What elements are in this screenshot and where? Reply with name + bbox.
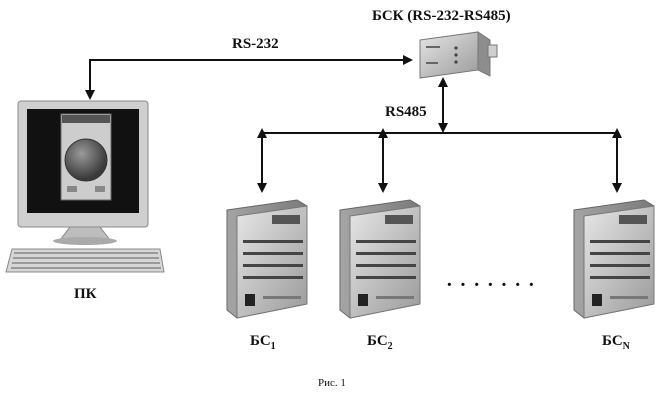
converter-device-icon: [419, 31, 498, 79]
unit-1-prefix: БС: [250, 333, 271, 349]
unit-1-index: 1: [270, 341, 276, 352]
pc-keyboard-icon: [5, 248, 165, 273]
unit-n-index: N: [622, 341, 630, 352]
unit-1-device-icon: [226, 199, 308, 319]
unit-n-label: БСN: [602, 333, 630, 352]
pc-monitor-icon: [17, 100, 149, 245]
unit-2-label: БС2: [367, 333, 393, 352]
unit-n-prefix: БС: [602, 333, 623, 349]
unit-2-device-icon: [339, 199, 421, 319]
pc-label: ПК: [74, 286, 97, 302]
converter-label: БСК (RS-232-RS485): [372, 8, 511, 24]
unit-1-label: БС1: [250, 333, 276, 352]
rs232-link: [85, 55, 413, 100]
rs485-label: RS485: [385, 104, 427, 120]
figure-caption: Рис. 1: [318, 377, 346, 389]
rs232-label: RS-232: [232, 36, 279, 52]
ellipsis-indicator: · · · · · · ·: [446, 274, 536, 296]
unit-2-prefix: БС: [367, 333, 388, 349]
unit-n-device-icon: [573, 199, 655, 319]
unit-2-index: 2: [387, 341, 393, 352]
